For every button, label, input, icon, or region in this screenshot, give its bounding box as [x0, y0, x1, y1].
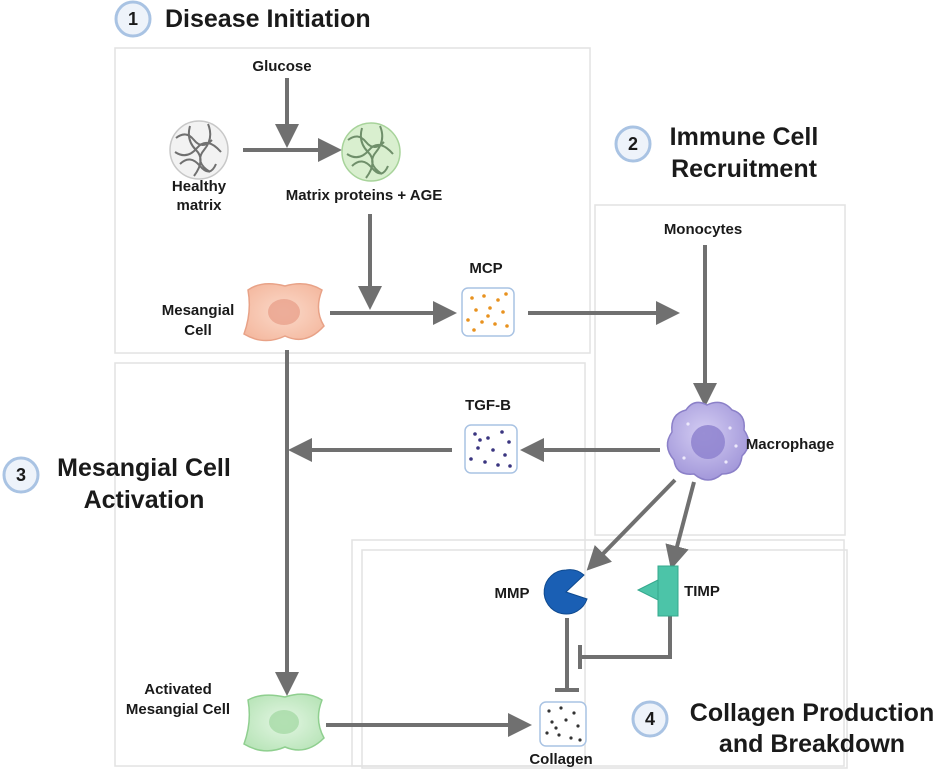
section-1-header: 1 Disease Initiation	[114, 0, 371, 38]
panel-collagen	[351, 539, 845, 767]
section-3-number: 3	[16, 465, 26, 485]
matrix-proteins-age-label: Matrix proteins + AGE	[286, 187, 443, 204]
arrow-macrophage-to-timp	[665, 481, 696, 570]
mcp-icon	[461, 287, 515, 337]
healthy-matrix-icon	[169, 120, 229, 180]
collagen-label: Collagen	[529, 751, 592, 768]
section-4-number: 4	[645, 709, 655, 729]
tgf-b-icon	[464, 424, 518, 474]
collagen-icon	[539, 701, 587, 747]
macrophage-icon	[666, 401, 750, 481]
section-3-title-line1: Mesangial Cell	[57, 454, 231, 482]
inhibit-timp-mmp	[580, 616, 672, 659]
mcp-label: MCP	[469, 260, 502, 277]
panel-mesangial-activation	[114, 362, 586, 767]
panel-disease-initiation	[114, 47, 591, 354]
section-2-number: 2	[628, 134, 638, 154]
section-1-badge	[114, 0, 152, 38]
activated-cell-icon	[243, 693, 325, 752]
macrophage-label: Macrophage	[746, 436, 834, 453]
timp-icon	[636, 565, 679, 617]
section-3-title-line2: Activation	[84, 486, 205, 514]
section-2-badge	[614, 125, 652, 163]
section-1-number: 1	[128, 9, 138, 29]
section-4-header: 4 Collagen Production and Breakdown	[631, 699, 934, 758]
mmp-icon	[543, 569, 588, 615]
matrix-age-icon	[341, 122, 401, 182]
mesangial-cell-label-line2: Cell	[184, 322, 212, 339]
glucose-label: Glucose	[252, 58, 311, 75]
section-2-title-line2: Recruitment	[671, 155, 818, 183]
section-4-title-line2: and Breakdown	[719, 730, 905, 758]
arrows	[243, 78, 717, 737]
tgf-b-label: TGF-B	[465, 397, 511, 414]
healthy-matrix-label-line1: Healthy	[172, 178, 227, 195]
mmp-label: MMP	[495, 585, 530, 602]
arrow-macrophage-to-mmp	[586, 478, 677, 571]
section-3-header: 3 Mesangial Cell Activation	[2, 454, 231, 514]
mesangial-cell-icon	[243, 283, 325, 342]
section-2-header: 2 Immune Cell Recruitment	[614, 123, 819, 183]
timp-label: TIMP	[684, 583, 720, 600]
activated-cell-label-line1: Activated	[144, 681, 212, 698]
healthy-matrix-label-line2: matrix	[176, 197, 222, 214]
section-3-badge	[2, 456, 40, 494]
panel-immune-recruitment	[594, 204, 846, 536]
section-1-title: Disease Initiation	[165, 5, 371, 33]
section-4-title-line1: Collagen Production	[690, 699, 934, 727]
monocytes-label: Monocytes	[664, 221, 742, 238]
activated-cell-label-line2: Mesangial Cell	[126, 701, 230, 718]
mesangial-cell-label-line1: Mesangial	[162, 302, 235, 319]
section-2-title-line1: Immune Cell	[670, 123, 819, 151]
section-4-badge	[631, 700, 669, 738]
